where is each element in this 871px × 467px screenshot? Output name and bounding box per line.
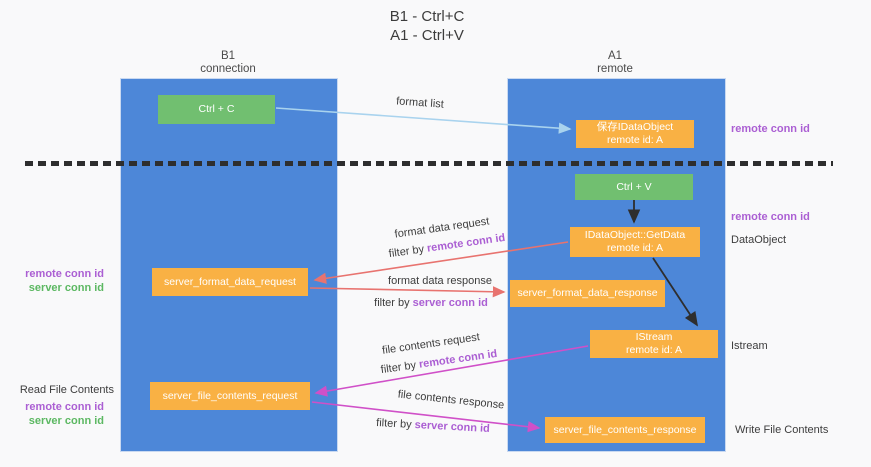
filter-by-server-conn-id-label-1: filter by server conn id: [370, 297, 492, 309]
title-line-2: A1 - Ctrl+V: [390, 27, 464, 44]
read-file-contents-label: Read File Contents: [19, 384, 114, 396]
save-idataobject-title: 保存IDataObject: [596, 121, 674, 133]
remote-conn-id-side-label-mid: remote conn id: [731, 211, 810, 223]
ctrl-c-node: Ctrl + C: [158, 95, 275, 124]
getdata-node: IDataObject::GetData remote id: A: [570, 227, 700, 257]
server-file-contents-request-label: server_file_contents_request: [162, 389, 298, 402]
server-format-data-response-label: server_format_data_response: [517, 287, 658, 299]
server-conn-id-left-label-1: server conn id: [28, 282, 104, 294]
remote-conn-id-key: remote conn id: [418, 347, 498, 371]
dataobject-side-label: DataObject: [731, 234, 787, 246]
arrow-format-data-response: [309, 286, 506, 298]
filter-by-text: filter by: [388, 242, 428, 261]
server-conn-id-left-label-2: server conn id: [28, 415, 104, 427]
ctrl-v-node: Ctrl + V: [575, 174, 693, 200]
write-file-contents-label: Write File Contents: [735, 424, 829, 436]
diagram-title: B1 - Ctrl+C A1 - Ctrl+V: [327, 7, 527, 45]
getdata-subtitle: remote id: A: [606, 242, 664, 254]
remote-conn-id-key: remote conn id: [426, 231, 506, 255]
lifeline-b1-role: connection: [200, 63, 256, 75]
lifeline-a1-role: remote: [597, 63, 633, 75]
server-format-data-request-node: server_format_data_request: [152, 268, 308, 296]
server-conn-id-key: server conn id: [412, 297, 488, 309]
lifeline-header-b1: B1 connection: [158, 50, 298, 76]
format-list-label: format list: [395, 95, 445, 111]
file-contents-response-label: file contents response: [397, 388, 505, 412]
save-idataobject-subtitle: remote id: A: [606, 134, 664, 146]
ctrl-c-label: Ctrl + C: [198, 103, 235, 115]
getdata-title: IDataObject::GetData: [584, 229, 686, 241]
server-file-contents-request-node: server_file_contents_request: [150, 382, 310, 410]
remote-conn-id-left-label-2: remote conn id: [25, 401, 104, 413]
remote-conn-id-left-label-1: remote conn id: [25, 268, 104, 280]
istream-node: IStream remote id: A: [590, 330, 718, 358]
lifeline-b1-name: B1: [220, 50, 236, 62]
lifeline-a1-name: A1: [607, 50, 623, 62]
istream-subtitle: remote id: A: [625, 344, 683, 356]
filter-by-server-conn-id-label-2: filter by server conn id: [372, 417, 494, 435]
server-format-data-request-label: server_format_data_request: [164, 275, 296, 288]
phase-separator-dashed-line: [25, 161, 833, 166]
remote-conn-id-side-label-top: remote conn id: [731, 123, 810, 135]
lifeline-header-a1: A1 remote: [545, 50, 685, 76]
istream-side-label: Istream: [731, 340, 768, 352]
server-format-data-response-node: server_format_data_response: [510, 280, 665, 307]
format-data-response-label: format data response: [388, 275, 492, 287]
server-conn-id-key: server conn id: [414, 419, 491, 435]
server-file-contents-response-node: server_file_contents_response: [545, 417, 705, 443]
save-idataobject-node: 保存IDataObject remote id: A: [576, 120, 694, 148]
ctrl-v-label: Ctrl + V: [616, 180, 652, 193]
filter-by-text: filter by: [374, 297, 413, 309]
filter-by-text: filter by: [380, 358, 420, 377]
title-line-1: B1 - Ctrl+C: [389, 8, 465, 25]
istream-title: IStream: [635, 331, 673, 343]
server-file-contents-response-label: server_file_contents_response: [553, 423, 697, 436]
filter-by-text: filter by: [375, 417, 415, 432]
